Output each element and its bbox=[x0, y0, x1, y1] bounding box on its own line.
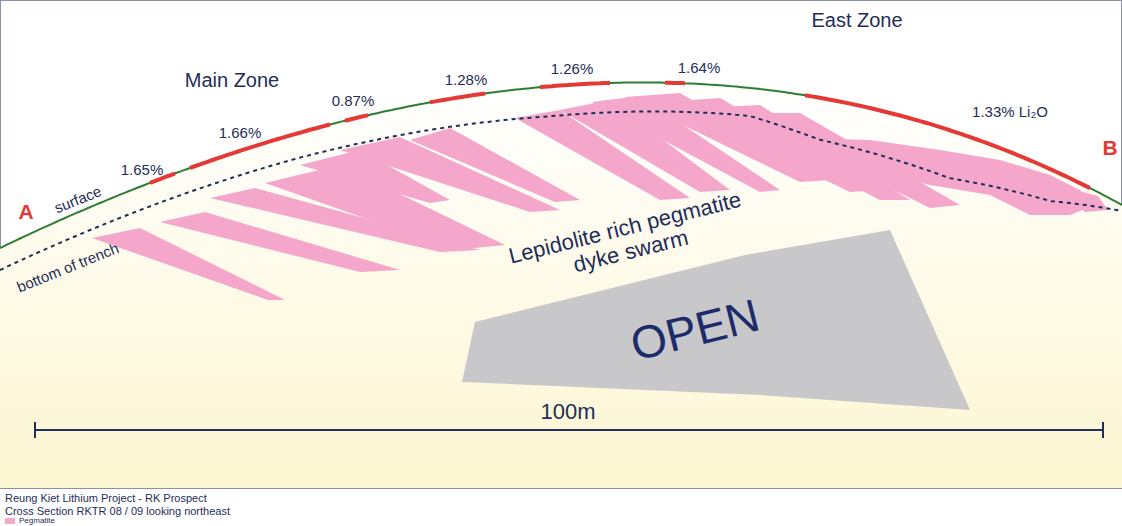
grade-label: 1.64% bbox=[678, 60, 721, 77]
sample-interval bbox=[345, 115, 368, 121]
zone-label: Main Zone bbox=[185, 69, 280, 91]
legend-swatch bbox=[5, 518, 15, 524]
grade-label: 1.33% Li₂O bbox=[972, 104, 1048, 121]
grade-label: 1.26% bbox=[551, 60, 594, 77]
sample-interval bbox=[805, 95, 1090, 188]
legend-text: Pegmatite bbox=[19, 517, 55, 526]
sample-interval bbox=[430, 94, 485, 103]
grade-label: 1.65% bbox=[121, 162, 164, 179]
sample-intervals bbox=[150, 83, 1090, 188]
section-end: B bbox=[1102, 136, 1117, 159]
zone-label: East Zone bbox=[811, 9, 902, 31]
open-arrow: OPEN bbox=[450, 220, 980, 420]
ground bbox=[0, 82, 1122, 488]
sample-interval bbox=[190, 125, 330, 168]
grade-label: 1.28% bbox=[445, 72, 488, 89]
scale-label: 100m bbox=[540, 400, 595, 424]
grade-label: 1.66% bbox=[219, 125, 262, 142]
sample-interval bbox=[540, 83, 610, 87]
section-end: A bbox=[18, 200, 33, 223]
surface-line bbox=[0, 82, 1122, 248]
pegmatite-dykes bbox=[92, 93, 1108, 300]
grade-label: 0.87% bbox=[332, 92, 375, 109]
sample-interval bbox=[665, 81, 685, 86]
title: Reung Kiet Lithium Project - RK Prospect bbox=[5, 492, 207, 504]
frame bbox=[1, 1, 1122, 489]
caption: Cross Section RKTR 08 / 09 looking north… bbox=[5, 505, 230, 517]
scale-bar bbox=[35, 422, 1103, 438]
